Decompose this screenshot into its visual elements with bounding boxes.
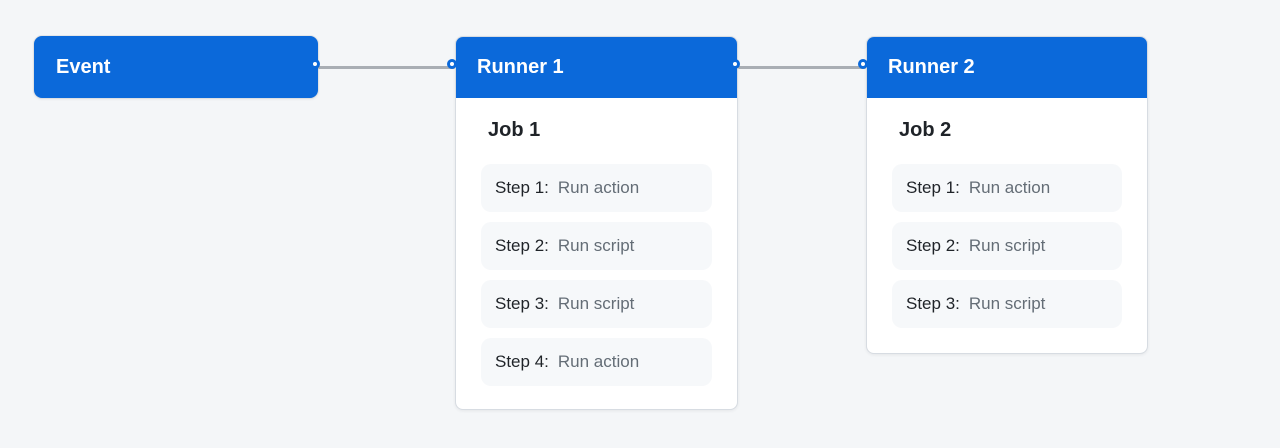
runner2-card: Runner 2 Job 2 Step 1: Run action Step 2…	[866, 36, 1148, 354]
runner2-header: Runner 2	[867, 37, 1147, 98]
connector-dot-runner2-input	[858, 59, 868, 69]
step-label: Step 1:	[495, 178, 549, 197]
step-row: Step 3: Run script	[892, 280, 1122, 328]
step-row: Step 1: Run action	[892, 164, 1122, 212]
event-node-label: Event	[56, 55, 111, 78]
step-action: Run script	[557, 294, 635, 313]
step-label: Step 3:	[906, 294, 960, 313]
step-action: Run action	[557, 352, 640, 371]
runner2-label: Runner 2	[888, 56, 975, 78]
step-row: Step 3: Run script	[481, 280, 712, 328]
step-action: Run script	[968, 294, 1046, 313]
step-label: Step 4:	[495, 352, 549, 371]
step-label: Step 3:	[495, 294, 549, 313]
connector-dot-runner1-input	[447, 59, 457, 69]
event-node: Event	[34, 36, 318, 98]
connector-line-event-to-runner1	[318, 66, 455, 69]
connector-dot-event-output	[310, 59, 320, 69]
runner1-card: Runner 1 Job 1 Step 1: Run action Step 2…	[455, 36, 738, 410]
step-row: Step 2: Run script	[481, 222, 712, 270]
step-action: Run action	[968, 178, 1051, 197]
job2-title: Job 2	[899, 119, 952, 141]
step-row: Step 2: Run script	[892, 222, 1122, 270]
runner1-body: Job 1 Step 1: Run action Step 2: Run scr…	[456, 98, 737, 386]
connector-line-runner1-to-runner2	[738, 66, 866, 69]
job1-title: Job 1	[488, 119, 541, 141]
step-action: Run action	[557, 178, 640, 197]
step-label: Step 2:	[495, 236, 549, 255]
connector-dot-runner1-output	[730, 59, 740, 69]
step-action: Run script	[557, 236, 635, 255]
runner1-label: Runner 1	[477, 56, 564, 78]
runner1-header: Runner 1	[456, 37, 737, 98]
step-label: Step 1:	[906, 178, 960, 197]
job1-step-list: Step 1: Run action Step 2: Run script St…	[481, 164, 712, 386]
step-row: Step 1: Run action	[481, 164, 712, 212]
runner2-body: Job 2 Step 1: Run action Step 2: Run scr…	[867, 98, 1147, 328]
job2-step-list: Step 1: Run action Step 2: Run script St…	[892, 164, 1122, 328]
step-label: Step 2:	[906, 236, 960, 255]
step-action: Run script	[968, 236, 1046, 255]
step-row: Step 4: Run action	[481, 338, 712, 386]
